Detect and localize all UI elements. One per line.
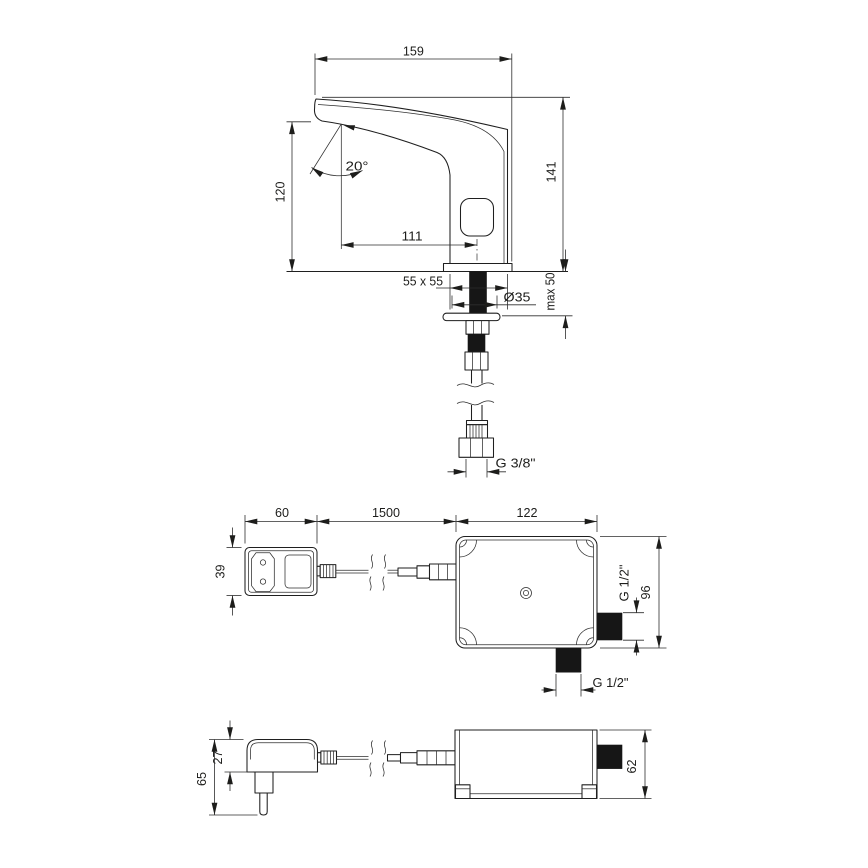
- faucet-body: [313, 98, 509, 271]
- dim-label-plug-height: 39: [213, 565, 228, 579]
- dim-label-height: 141: [544, 162, 559, 183]
- plug-pin-side: [259, 792, 268, 816]
- cable-front: [335, 554, 458, 591]
- dim-label-plug-width: 60: [275, 505, 289, 520]
- control-box-side: [454, 729, 623, 800]
- dim-plug-width: 60: [244, 505, 318, 544]
- dim-label-box-width: 122: [517, 505, 538, 520]
- connector-side-step: [399, 752, 418, 764]
- hose-collar: [465, 419, 489, 426]
- dim-label-outlet-bottom: G 1/2": [593, 675, 629, 690]
- dim-faucet-height: 141: [322, 96, 570, 272]
- dim-outlet-height: 120: [273, 121, 311, 272]
- base-plate: [442, 262, 513, 273]
- box-center-screw-outer: [520, 587, 532, 599]
- plug-side-body: [246, 738, 319, 773]
- box-foot-right: [581, 784, 598, 800]
- power-plug-side: [246, 738, 338, 816]
- break-line-lower: [456, 400, 495, 406]
- dim-label-deck-max: max 50: [543, 273, 558, 311]
- outlet-side-threaded: [596, 612, 623, 641]
- outlet-side-threaded-profile: [596, 744, 623, 769]
- sensor-window: [459, 197, 495, 237]
- hose-end-nut: [458, 437, 495, 458]
- mounting-washer: [442, 312, 501, 322]
- dim-label-stream-angle: 20°: [346, 159, 369, 174]
- dim-label-plug-overall-height: 65: [194, 772, 209, 786]
- dim-box-depth: 62: [599, 729, 652, 799]
- dim-label-base-section: 55 x 55: [403, 274, 443, 289]
- outlet-bottom-threaded: [555, 647, 582, 673]
- corner-boss-tl: [459, 539, 477, 558]
- dim-base-section: 55 x 55: [403, 274, 508, 310]
- connector-barrel: [397, 567, 418, 577]
- box-inner-outline: [459, 539, 594, 646]
- faucet-inner-contour: [317, 104, 505, 264]
- plug-side-inner: [250, 742, 315, 760]
- dim-plug-height: 39: [213, 527, 242, 616]
- control-box-front: [455, 535, 623, 673]
- dim-label-box-height: 96: [638, 586, 653, 600]
- plug-pin-base: [254, 771, 274, 794]
- hose-fitting: [464, 351, 489, 371]
- dim-box-width: 122: [455, 505, 598, 532]
- box-foot-left: [454, 784, 471, 800]
- threaded-shank: [469, 271, 487, 314]
- hose-upper: [467, 333, 486, 353]
- corner-boss-tr: [576, 539, 594, 558]
- dim-label-width: 159: [403, 44, 424, 59]
- cable-side-break-1: [369, 740, 374, 777]
- dim-label-hose-thread: G 3/8": [496, 456, 536, 471]
- cable-side-break-2: [382, 740, 387, 777]
- plug-label-plate: [284, 554, 312, 589]
- connector-step: [416, 565, 431, 579]
- connector-socket: [428, 563, 458, 581]
- connector-side-socket: [416, 750, 456, 766]
- dim-hole-diameter: Ø35: [451, 290, 536, 309]
- dim-hose-thread: G 3/8": [447, 456, 536, 478]
- dim-label-box-depth: 62: [624, 760, 639, 774]
- dim-label-cable-length: 1500: [372, 505, 400, 520]
- europlug-face: [251, 552, 275, 592]
- cable-break-2: [382, 554, 387, 591]
- dim-plug-overall-height: 65: [194, 739, 258, 816]
- dim-cable-length: 1500: [317, 505, 456, 525]
- connector-side-barrel: [386, 754, 402, 762]
- faucet-outline: [313, 98, 509, 265]
- dim-stream-angle: 20°: [309, 122, 369, 249]
- dim-label-hole-diameter: Ø35: [504, 290, 531, 305]
- dim-label-plug-body-height: 27: [210, 751, 225, 765]
- break-line-upper: [456, 382, 495, 388]
- dim-outlet-bottom-thread: G 1/2": [541, 674, 629, 697]
- plug-strain-relief: [319, 564, 337, 579]
- corner-boss-br: [576, 627, 594, 645]
- power-plug-front: [244, 546, 337, 597]
- dim-label-outlet-reach: 111: [402, 229, 423, 244]
- dim-faucet-width: 159: [314, 44, 513, 262]
- dim-outlet-reach: 111: [341, 229, 477, 248]
- cable-break-1: [369, 554, 374, 591]
- dim-box-height: 96: [600, 536, 667, 649]
- mounting-nut: [465, 320, 490, 335]
- dim-outlet-side-thread: G 1/2": [617, 564, 644, 656]
- faucet-side-view: 159 141 120 111 20°: [273, 44, 573, 478]
- plug-pin-bottom: [259, 578, 267, 585]
- plug-side-strain-relief: [320, 750, 338, 765]
- dim-deck-max: max 50: [502, 249, 573, 339]
- faucet-base-assembly: [286, 262, 568, 458]
- plug-body-inner: [248, 550, 314, 593]
- control-box-side-view: 27 65 62: [194, 720, 652, 816]
- box-center-screw-inner: [523, 590, 529, 596]
- box-outline: [455, 535, 598, 649]
- dim-label-outlet-side: G 1/2": [617, 564, 632, 601]
- corner-boss-bl: [459, 627, 477, 645]
- box-side-outline: [454, 729, 598, 800]
- control-box-front-view: 60 1500 122 39 96: [213, 505, 667, 697]
- dim-label-outlet-height: 120: [273, 182, 288, 203]
- plug-pin-top: [259, 559, 267, 566]
